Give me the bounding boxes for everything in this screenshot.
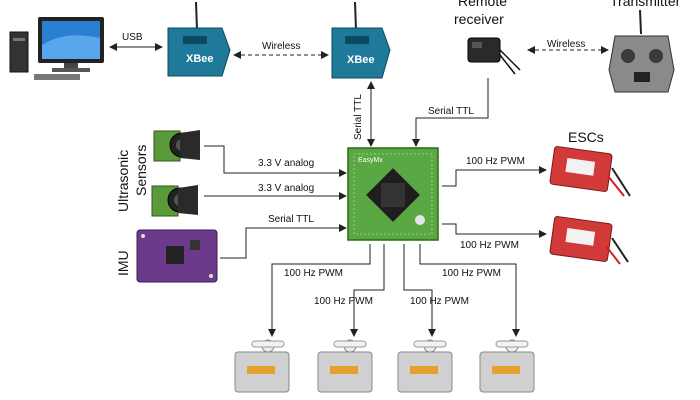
analog-1-label: 3.3 V analog	[258, 158, 314, 169]
pwm-servo-link-3	[403, 244, 436, 337]
board-label: EasyMx	[358, 157, 383, 164]
pwm-esc-link-1	[442, 166, 547, 187]
pwm-servo-link-4	[419, 244, 520, 337]
remote-receiver-label-1: Remote	[458, 0, 507, 9]
ultrasonic-label-1: Ultrasonic	[115, 150, 131, 212]
ultrasonic-sensor-1-icon	[153, 130, 200, 162]
wireless-left-label: Wireless	[262, 41, 300, 52]
servo-4-icon	[479, 339, 535, 393]
remote-receiver-label-2: receiver	[454, 11, 504, 27]
servo-3-icon	[397, 339, 453, 393]
pwm-servo-link-1	[268, 244, 371, 337]
serial-ttl-receiver-label: Serial TTL	[428, 106, 474, 117]
imu-icon	[136, 229, 218, 283]
usb-label: USB	[122, 32, 143, 43]
servo-2-icon	[317, 339, 373, 393]
transmitter-label: Transmitter	[610, 0, 681, 9]
pwm-esc-2-label: 100 Hz PWM	[460, 240, 519, 251]
serial-ttl-vertical-label: Serial TTL	[353, 94, 364, 140]
imu-label: IMU	[115, 250, 131, 276]
xbee-left-label: XBee	[186, 53, 214, 65]
pwm-servo-2-label: 100 Hz PWM	[314, 296, 373, 307]
analog-2-label: 3.3 V analog	[258, 183, 314, 194]
pwm-servo-3-label: 100 Hz PWM	[410, 296, 469, 307]
servo-1-icon	[234, 339, 290, 393]
xbee-right-label: XBee	[347, 54, 375, 66]
microcontroller-board-icon: EasyMx	[347, 147, 439, 241]
pwm-servo-link-2	[350, 244, 385, 337]
xbee-right-icon: XBee	[331, 1, 391, 79]
escs-label: ESCs	[568, 129, 604, 145]
esc-2-icon	[549, 216, 629, 265]
ultrasonic-label-2: Sensors	[133, 145, 149, 196]
ultrasonic-sensor-2-icon	[151, 185, 198, 217]
pwm-servo-4-label: 100 Hz PWM	[442, 268, 501, 279]
xbee-left-icon: XBee	[167, 1, 231, 77]
analog-link-1	[204, 145, 347, 177]
imu-board-link	[220, 224, 347, 259]
wireless-right-label: Wireless	[547, 39, 585, 50]
pwm-servo-1-label: 100 Hz PWM	[284, 268, 343, 279]
serial-ttl-imu-label: Serial TTL	[268, 214, 314, 225]
computer-icon	[9, 17, 104, 80]
pwm-esc-1-label: 100 Hz PWM	[466, 156, 525, 167]
transmitter-icon	[608, 9, 675, 93]
receiver-board-link	[412, 78, 489, 147]
pwm-esc-link-2	[442, 223, 547, 238]
remote-receiver-icon	[467, 37, 521, 75]
esc-1-icon	[549, 146, 631, 197]
